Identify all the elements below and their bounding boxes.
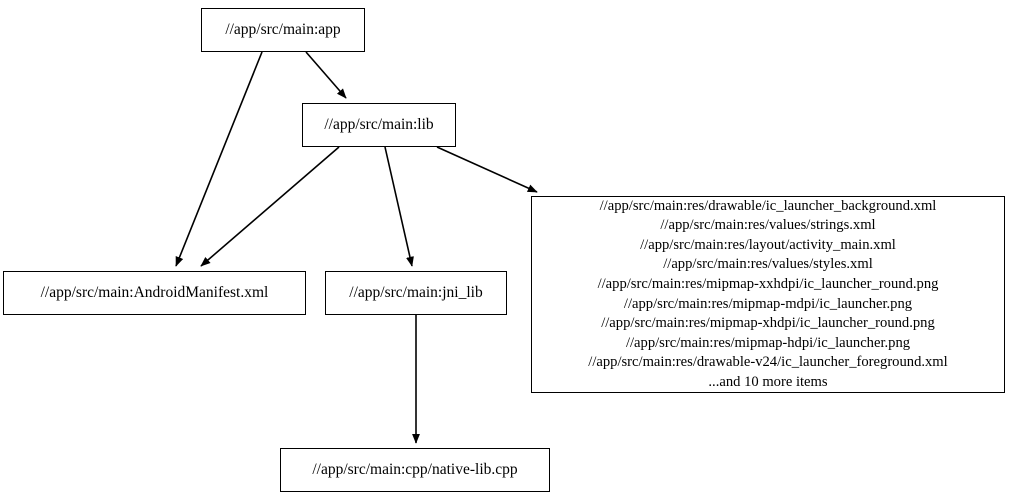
graph-node-lib-label: //app/src/main:lib (324, 116, 434, 134)
graph-node-android-manifest-label: //app/src/main:AndroidManifest.xml (40, 284, 269, 302)
graph-node-jni-lib-label: //app/src/main:jni_lib (349, 284, 483, 302)
graph-node-native-lib-cpp-label: //app/src/main:cpp/native-lib.cpp (312, 461, 518, 479)
edge-lib-to-jni-lib (384, 146, 414, 267)
graph-node-native-lib-cpp[interactable]: //app/src/main:cpp/native-lib.cpp (280, 448, 550, 492)
edge-app-to-lib (305, 51, 347, 99)
graph-node-resources[interactable]: //app/src/main:res/drawable/ic_launcher_… (531, 196, 1005, 393)
graph-node-app[interactable]: //app/src/main:app (201, 8, 365, 52)
graph-node-resources-label: //app/src/main:res/drawable/ic_launcher_… (588, 197, 948, 390)
graph-node-lib[interactable]: //app/src/main:lib (302, 103, 456, 147)
graph-node-app-label: //app/src/main:app (225, 21, 341, 39)
edge-lib-to-manifest (200, 146, 340, 267)
graph-node-jni-lib[interactable]: //app/src/main:jni_lib (325, 271, 507, 315)
edge-lib-to-resources (436, 146, 538, 193)
edge-app-to-manifest (175, 51, 263, 267)
graph-node-android-manifest[interactable]: //app/src/main:AndroidManifest.xml (3, 271, 306, 315)
